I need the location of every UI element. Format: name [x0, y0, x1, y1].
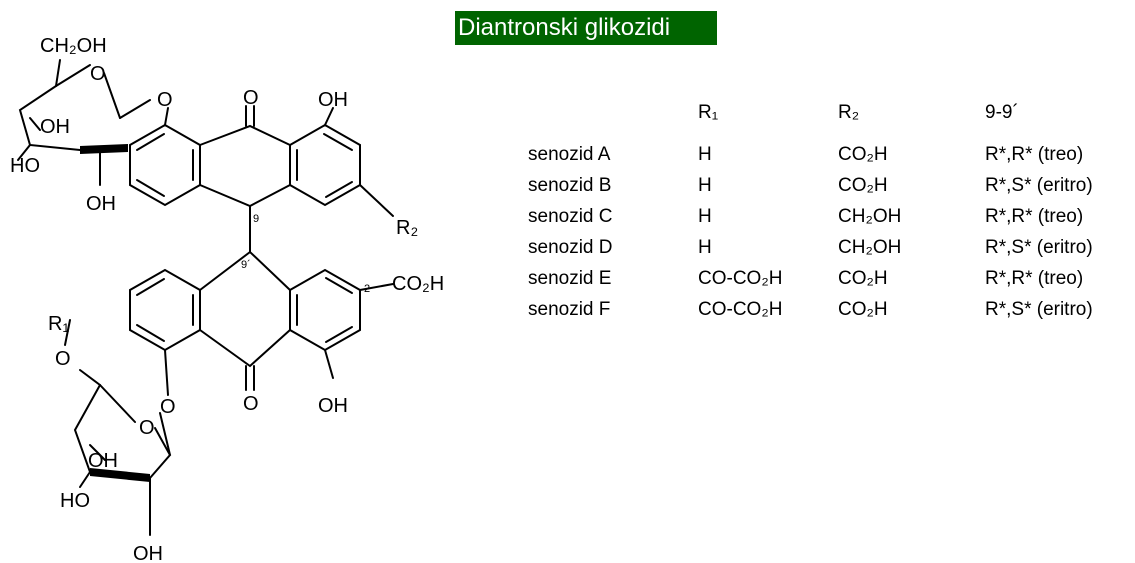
ch2oh-label: CH₂OH: [40, 35, 107, 57]
hydroxyl-label: OH: [86, 193, 116, 215]
table-cell: H: [698, 144, 712, 165]
wedge-bonds: [80, 144, 150, 482]
glycosidic-oxygen-label: O: [157, 89, 173, 111]
glycosidic-oxygen-label: O: [160, 396, 176, 418]
ring-oxygen-label: O: [90, 63, 106, 85]
table-cell: CO₂H: [838, 175, 888, 196]
table-cell: CH₂OH: [838, 237, 902, 258]
hydroxyl-label: OH: [40, 116, 70, 138]
wedge-bond: [80, 144, 128, 154]
hydroxyl-label: OH: [318, 89, 348, 111]
carbonyl-oxygen-label: O: [243, 87, 259, 109]
table-cell: CO₂H: [838, 144, 888, 165]
ester-oxygen-label: O: [55, 348, 71, 370]
table-cell: R*,S* (eritro): [985, 237, 1093, 258]
table-cell: R*,R* (treo): [985, 206, 1084, 227]
carboxyl-label: CO₂H: [392, 273, 444, 295]
table-cell: CO₂H: [838, 268, 888, 289]
wedge-bond: [90, 468, 150, 482]
table-cell: CH₂OH: [838, 206, 902, 227]
page-title: Diantronski glikozidi: [455, 11, 717, 45]
hydroxyl-label: HO: [60, 490, 90, 512]
table-cell: senozid D: [528, 237, 613, 258]
bond-lines: [17, 59, 394, 536]
table-cell: senozid C: [528, 206, 613, 227]
table-cell: R*,R* (treo): [985, 268, 1084, 289]
table-cell: senozid B: [528, 175, 612, 196]
atom-labels: CH₂OH O O OH HO OH O OH R₂ 9 9´ 2 CO₂H R…: [10, 35, 444, 563]
table-cell: senozid A: [528, 144, 611, 165]
r2-label: R₂: [396, 217, 418, 239]
r1-label: R₁: [48, 313, 69, 335]
carbonyl-oxygen-label: O: [243, 393, 259, 415]
hydroxyl-label: OH: [318, 395, 348, 417]
ring-oxygen-label: O: [139, 417, 155, 439]
table-cell: senozid E: [528, 268, 612, 289]
position-2-label: 2: [364, 283, 370, 295]
table-cell: CO₂H: [838, 299, 888, 320]
table-header-cell: 9-9´: [985, 102, 1019, 123]
position-9prime-label: 9´: [241, 259, 251, 271]
sennoside-structure-diagram: CH₂OH O O OH HO OH O OH R₂ 9 9´ 2 CO₂H R…: [10, 35, 444, 563]
table-cell: senozid F: [528, 299, 611, 320]
hydroxyl-label: OH: [133, 543, 163, 563]
position-9-label: 9: [253, 213, 259, 225]
table-cell: CO-CO₂H: [698, 268, 783, 289]
hydroxyl-label: OH: [88, 450, 118, 472]
table-header-cell: R₂: [838, 102, 860, 123]
hydroxyl-label: HO: [10, 155, 40, 177]
table-cell: R*,S* (eritro): [985, 175, 1093, 196]
table-cell: H: [698, 206, 712, 227]
table-cell: R*,R* (treo): [985, 144, 1084, 165]
table-cell: CO-CO₂H: [698, 299, 783, 320]
table-header-cell: R₁: [698, 102, 719, 123]
table-cell: H: [698, 237, 712, 258]
table-cell: R*,S* (eritro): [985, 299, 1093, 320]
table-cell: H: [698, 175, 712, 196]
